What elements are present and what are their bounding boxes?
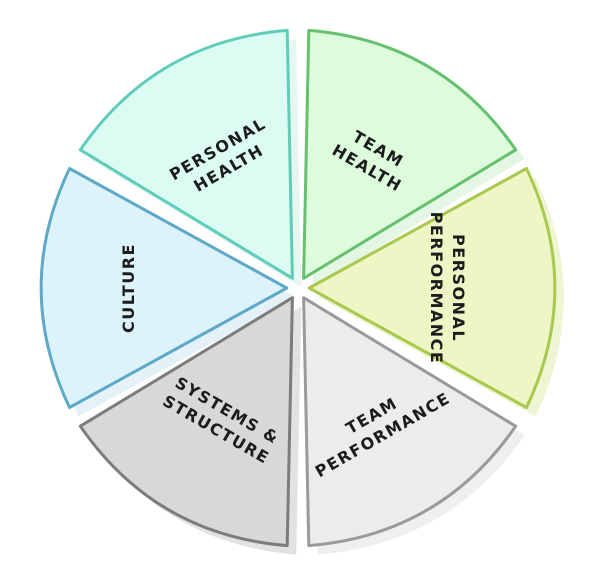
personal-performance-label: PersonalPerformance [427,212,468,365]
personal-performance-segment [307,167,557,409]
culture-label-line: Culture [119,243,138,333]
culture-segment [39,167,289,409]
team-performance-segment [302,296,518,548]
team-health-segment [302,28,518,280]
systems-structure-segment [78,296,294,548]
personal-performance-label-line: Performance [427,212,446,365]
wheel-segments [39,28,557,548]
culture-label: Culture [119,243,138,333]
personal-health-segment [78,28,294,280]
personal-performance-label-line: Personal [449,234,468,342]
